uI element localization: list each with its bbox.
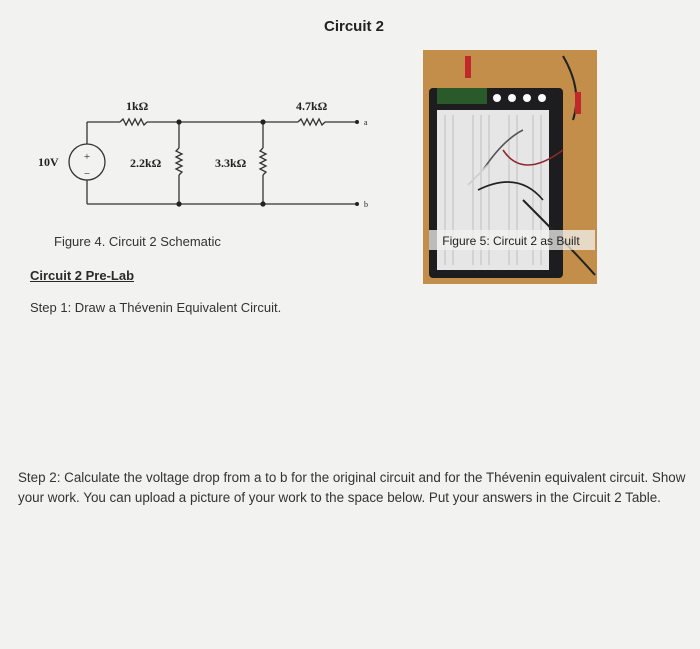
resistor-4k7-symbol xyxy=(297,117,326,127)
r3-label: 3.3kΩ xyxy=(215,156,247,170)
r2-label: 2.2kΩ xyxy=(130,156,162,170)
resistor-1k-symbol xyxy=(119,117,148,127)
figure-4-caption: Figure 4. Circuit 2 Schematic xyxy=(54,234,221,249)
voltage-source-symbol xyxy=(68,143,106,181)
probe-red-right xyxy=(575,92,581,114)
source-label: 10V xyxy=(38,155,59,169)
figure-5-caption: Figure 5: Circuit 2 as Built xyxy=(442,234,580,248)
resistor-3k3-symbol xyxy=(258,147,268,176)
page-title: Circuit 2 xyxy=(324,18,385,35)
prelab-heading: Circuit 2 Pre-Lab xyxy=(30,268,135,283)
step-1-text: Step 1: Draw a Thévenin Equivalent Circu… xyxy=(30,300,282,315)
resistor-2k2-symbol xyxy=(174,147,184,176)
r1-label: 1kΩ xyxy=(126,99,149,113)
circuit-schematic: + − 10V 1kΩ 2.2kΩ 3.3kΩ 4.7kΩ a b xyxy=(38,99,368,209)
node-a-label: a xyxy=(364,118,368,127)
source-minus: − xyxy=(84,168,90,180)
r4-label: 4.7kΩ xyxy=(296,99,328,113)
probe-red-left xyxy=(465,56,471,78)
circuit-photo: Figure 5: Circuit 2 as Built xyxy=(423,50,597,284)
step-2-text: Step 2: Calculate the voltage drop from … xyxy=(18,470,686,506)
terminal-a xyxy=(355,120,359,124)
source-plus: + xyxy=(84,151,90,163)
node-b-label: b xyxy=(364,200,368,209)
terminal-b xyxy=(355,202,359,206)
